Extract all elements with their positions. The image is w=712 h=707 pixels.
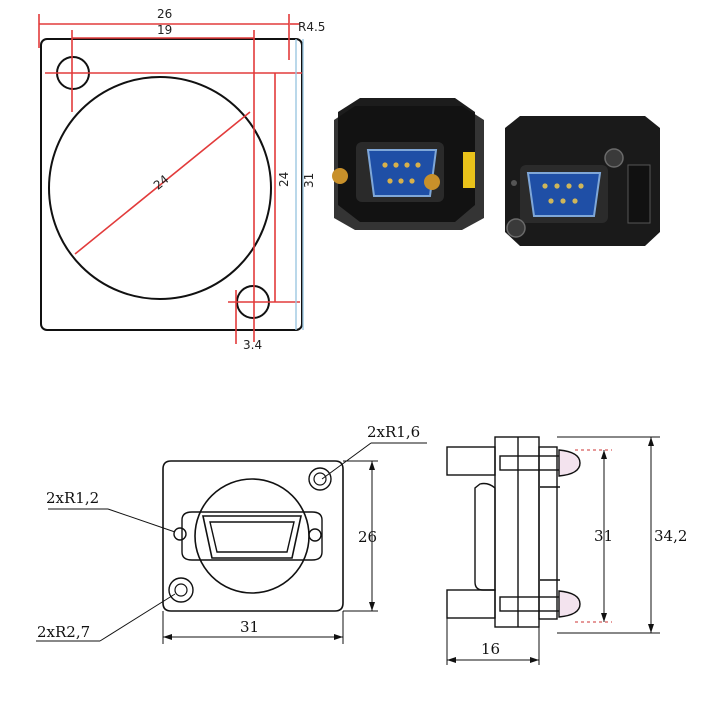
front-view-drawing [36,442,427,644]
hole-r12-left [173,527,187,541]
side-view-drawing [446,436,563,628]
connector-flange [181,511,323,561]
leader-r27 [99,593,176,642]
screw-head-top [558,449,581,477]
brass-standoff-right [424,174,440,190]
hole-r27-bottom [168,577,194,603]
d-sub-outline-outer [202,515,302,559]
dim-label-front-26: 26 [358,528,377,546]
panel-cutout-circle [48,76,272,300]
dim-label-3-4: 3.4 [243,338,262,352]
side-dimensions [446,436,660,665]
screw-bottom-shaft [499,596,563,612]
dim-label-24-vertical: 24 [277,172,291,187]
mounting-plate-outline [40,38,303,331]
dim-label-31-vertical: 31 [302,173,316,188]
top-schematic: 26 19 R4.5 24 24 31 3.4 [38,7,325,352]
db9-insert-right [526,172,602,217]
hole-r16-top-inner [313,472,327,486]
blue-dimension-lines [295,39,304,330]
screw-top-right [604,148,624,168]
label-2xr12: 2xR1,2 [46,489,99,507]
connector-photo-left [332,98,484,230]
screw-head-bottom [558,590,581,618]
label-2xr16: 2xR1,6 [367,423,420,441]
dim-label-side-16: 16 [481,640,500,658]
dim-label-19: 19 [157,23,172,37]
label-2xr27: 2xR2,7 [37,623,90,641]
d-sub-outline-inner [209,521,295,553]
side-front-flange [538,446,558,620]
pins-left [382,162,421,184]
front-plate-outline [162,460,344,612]
leader-r12 [107,508,176,533]
dim-label-r45: R4.5 [298,20,325,34]
brass-standoff-left [332,168,348,184]
screw-bottom-left [506,218,526,238]
hole-r12-right [308,528,322,542]
hole-r16-top [308,467,332,491]
side-clip [627,164,651,224]
side-main-plate [494,436,540,628]
screw-top-shaft [499,455,563,471]
dim-label-side-342: 34,2 [654,527,687,545]
dim-label-side-31: 31 [594,527,613,545]
side-screw-heads [558,449,581,618]
dim-label-front-31: 31 [240,618,259,636]
hole-r27-bottom-inner [174,583,188,597]
dim-label-26: 26 [157,7,172,21]
mount-hole-small [511,180,517,186]
side-rear-body [474,482,496,591]
side-top-tab [446,446,496,476]
connector-photo-right [505,116,660,246]
circle-diameter-line [74,111,251,255]
red-dimension-lines [38,14,302,344]
front-center-circle [194,478,310,594]
front-arrowheads [163,461,375,640]
db9-insert-left [366,149,438,197]
yellow-tab [463,152,475,188]
side-bottom-tab [446,589,496,619]
pins-right [542,183,584,204]
side-arrowheads [447,437,654,663]
